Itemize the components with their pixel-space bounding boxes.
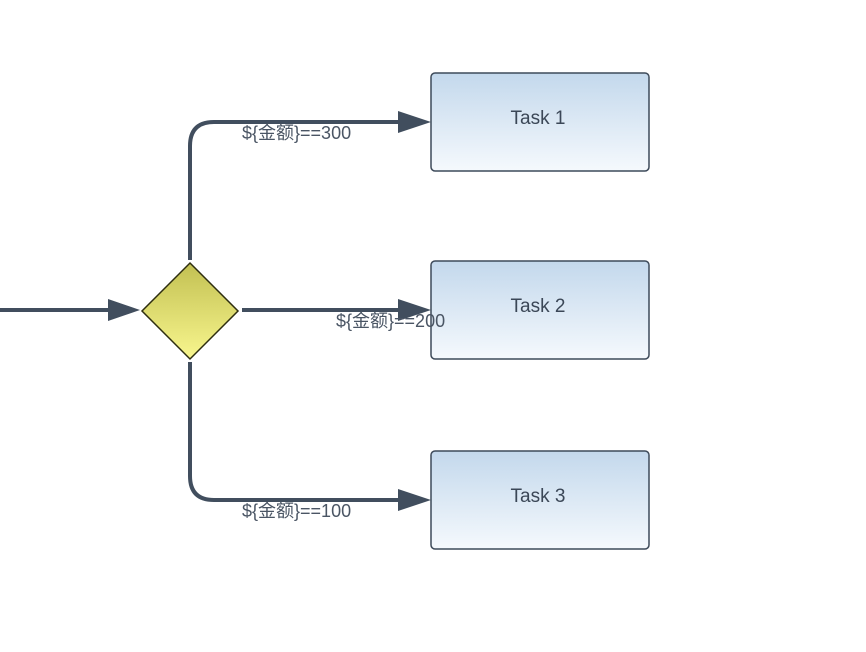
task-2[interactable]: Task 2 <box>430 260 650 360</box>
task-3-label: Task 3 <box>511 486 566 507</box>
condition-label-300: ${金额}==300 <box>242 123 351 143</box>
task-2-label: Task 2 <box>511 296 566 317</box>
incoming-flow[interactable] <box>0 299 140 321</box>
exclusive-gateway-icon[interactable] <box>140 261 240 361</box>
flow-to-task-2[interactable] <box>242 299 431 321</box>
flow-to-task-1[interactable] <box>188 111 431 260</box>
arrowhead-icon <box>108 299 140 321</box>
task-1-label: Task 1 <box>511 108 566 129</box>
arrowhead-icon <box>398 299 431 321</box>
arrowhead-icon <box>398 111 431 133</box>
condition-label-100: ${金额}==100 <box>242 501 351 521</box>
task-3[interactable]: Task 3 <box>430 450 650 550</box>
arrowhead-icon <box>398 489 431 511</box>
flow-to-task-3[interactable] <box>188 362 431 511</box>
condition-label-200: ${金额}==200 <box>336 311 445 331</box>
task-1[interactable]: Task 1 <box>430 72 650 172</box>
